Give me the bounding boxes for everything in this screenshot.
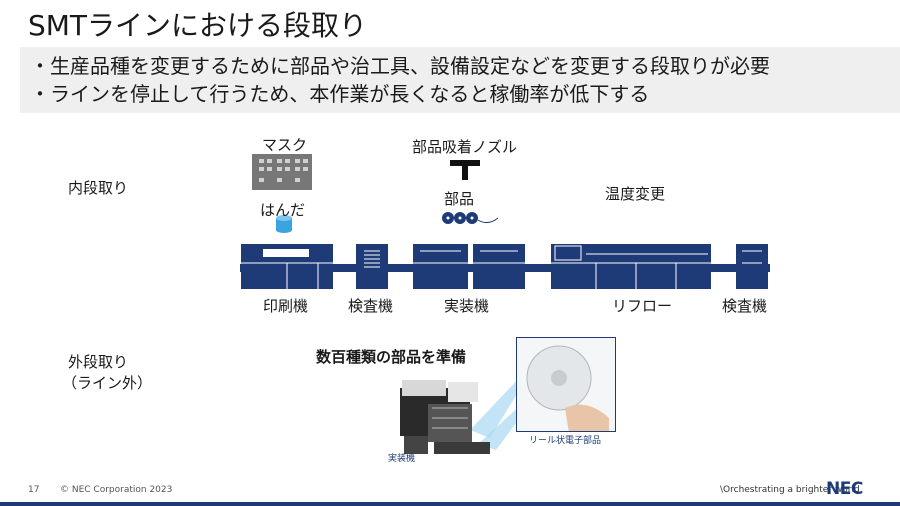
machine-label-mounter: 実装機 [444,297,490,315]
photo-caption-reel: リール状電子部品 [529,436,602,446]
bullet-box: ・生産品種を変更するために部品や治工具、設備設定などを変更する段取りが必要 ・ラ… [20,47,900,113]
section-external-label: 外段取り [68,353,129,371]
temp-change-label: 温度変更 [605,185,666,203]
slogan: \Orchestrating a brighter world [720,485,860,495]
machine-label-printer: 印刷機 [263,297,309,315]
mask-icon [252,154,312,190]
mounter-machine [413,244,525,289]
machine-label-reflow: リフロー [612,297,673,315]
solder-icon [276,215,292,233]
reflow-machine [551,244,711,289]
solder-label: はんだ [260,201,306,219]
reel-photo-art [526,345,609,431]
footer [0,484,900,506]
inspection-machine-1 [356,244,388,289]
mask-label: マスク [262,136,308,154]
bullet-1: ・生産品種を変更するために部品や治工具、設備設定などを変更する段取りが必要 [30,54,770,78]
page-number: 17 [28,485,40,495]
nozzle-icon [450,160,480,180]
parts-reel-icon [442,212,499,224]
nec-logo: NEC [826,479,863,499]
copyright: © NEC Corporation 2023 [60,485,173,495]
page-title: SMTラインにおける段取り [28,9,368,42]
reel-photo [516,337,616,432]
machine-label-inspection-2: 検査機 [722,297,768,315]
mounter-photo [400,380,490,454]
bullet-2: ・ラインを停止して行うため、本作業が長くなると稼働率が低下する [30,82,650,106]
section-external-sublabel: （ライン外） [62,374,153,392]
nozzle-label: 部品吸着ノズル [412,138,518,156]
parts-label: 部品 [444,190,475,208]
footer-bar [0,502,900,506]
photo-caption-mounter: 実装機 [388,454,416,464]
inspection-machine-2 [736,244,768,289]
section-internal-label: 内段取り [68,179,129,197]
external-caption: 数百種類の部品を準備 [316,348,467,366]
machine-label-inspection-1: 検査機 [348,297,394,315]
printer-machine [241,244,333,289]
